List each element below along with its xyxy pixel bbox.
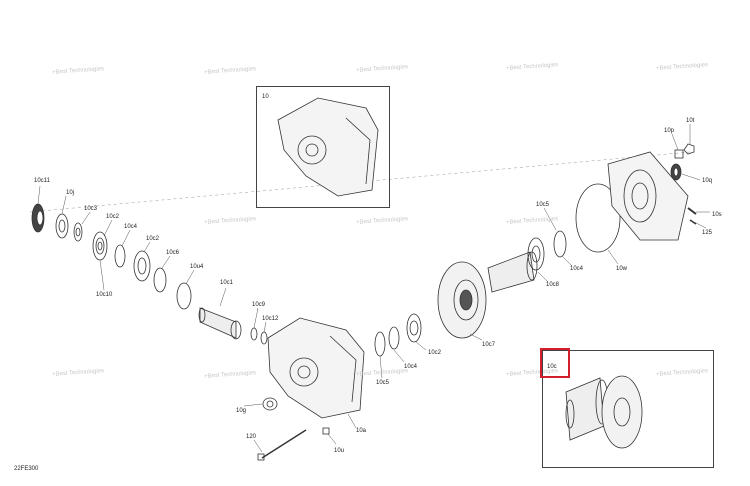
callout-10c1: 10c1 (220, 280, 234, 286)
callout-10c3: 10c3 (84, 206, 98, 212)
inset-box-bottom (542, 350, 714, 468)
inset-top-drawing (277, 97, 379, 197)
diagram-id: 22FE300 (14, 466, 39, 472)
shaft-10c8 (487, 251, 538, 293)
callout-10c9: 10c9 (252, 302, 266, 308)
seal-10q (670, 163, 682, 181)
ring-10c4a (114, 244, 126, 268)
callout-10j: 10j (66, 190, 75, 196)
ring-10c6 (153, 267, 167, 293)
callout-10t: 10t (686, 118, 695, 124)
bearing-10c2c (406, 313, 422, 343)
nut-10u (322, 427, 330, 435)
cap-10p (674, 149, 684, 159)
callout-10p: 10p (664, 128, 675, 134)
clutch-disc-10c7 (437, 261, 487, 339)
inset-bottom-label: 10c (547, 364, 557, 370)
bearing-10c2b (133, 250, 151, 282)
callout-10c4: 10c4 (570, 266, 584, 272)
callout-10s: 10s (712, 212, 722, 218)
ring-10c4c (553, 230, 567, 258)
callout-10c12: 10c12 (262, 316, 279, 322)
gasket-10w (575, 183, 621, 253)
bolt-125 (689, 219, 697, 225)
callout-10c2: 10c2 (428, 350, 442, 356)
seal-10c11 (31, 203, 45, 233)
callout-10c11: 10c11 (34, 178, 50, 184)
callout-10c2: 10c2 (106, 214, 120, 220)
ring-10u4 (176, 282, 192, 310)
bearing-10c2 (92, 231, 108, 261)
bearing-10c8b (527, 237, 545, 271)
callout-10w: 10w (616, 266, 628, 272)
callout-10c5: 10c5 (536, 202, 550, 208)
highlight-box (540, 348, 570, 378)
ring-10c4b (388, 326, 400, 350)
callout-10c6: 10c6 (166, 250, 180, 256)
ring-10c5 (374, 331, 386, 357)
callout-10c5: 10c5 (376, 380, 390, 386)
leader-lines (37, 124, 710, 453)
shaft-10c1 (198, 307, 242, 340)
callout-10c4: 10c4 (124, 224, 138, 230)
inset-box-top (256, 86, 390, 208)
nut-10t (683, 143, 695, 155)
callout-10c7: 10c7 (482, 342, 496, 348)
callout-120: 120 (246, 434, 257, 440)
inset-top-label: 10 (262, 94, 269, 100)
ring-10c3 (73, 222, 83, 242)
callout-10u4: 10u4 (190, 264, 204, 270)
housing-center (267, 317, 365, 419)
seal-10g (262, 397, 278, 411)
callout-10g: 10g (236, 408, 247, 414)
bearing-10j (55, 213, 69, 239)
callout-10c8: 10c8 (546, 282, 560, 288)
callout-10u: 10u (334, 448, 345, 454)
callout-10c10: 10c10 (96, 292, 113, 298)
ring-10c12 (260, 331, 268, 345)
callout-10c2: 10c2 (146, 236, 160, 242)
callout-10a: 10a (356, 428, 367, 434)
callout-125: 125 (702, 230, 713, 236)
inset-bottom-drawing (565, 375, 643, 449)
plug-10s (687, 207, 697, 215)
callout-10c4: 10c4 (404, 364, 418, 370)
ring-10c9 (250, 327, 258, 341)
callout-10q: 10q (702, 178, 713, 184)
bolt-120 (257, 429, 307, 461)
cover-right (607, 151, 689, 241)
